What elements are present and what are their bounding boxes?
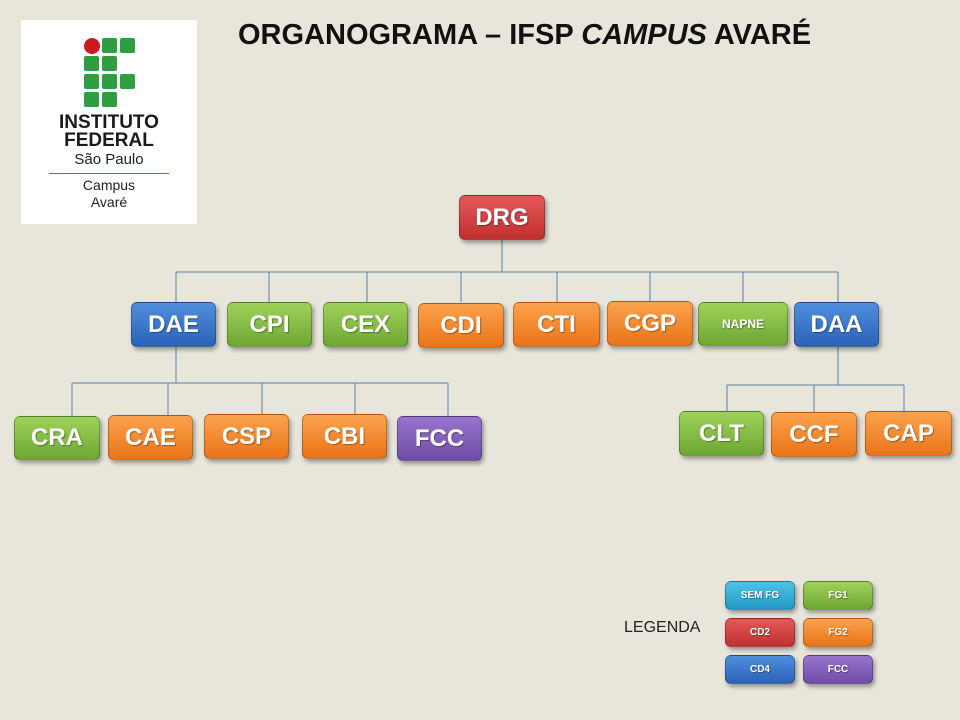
legend-cd4: CD4 <box>725 655 795 684</box>
ifsp-logo: INSTITUTO FEDERAL São Paulo Campus Avaré <box>21 20 197 224</box>
title-italic: CAMPUS <box>581 19 707 51</box>
node-clt: CLT <box>679 411 764 456</box>
node-napne: NAPNE <box>698 302 788 346</box>
legend-sem-fg: SEM FG <box>725 581 795 610</box>
node-cgp: CGP <box>607 301 693 346</box>
title-tail: AVARÉ <box>706 19 812 51</box>
logo-campus-name: Campus Avaré <box>21 177 197 211</box>
node-cap: CAP <box>865 411 952 456</box>
legend-fg1: FG1 <box>803 581 873 610</box>
node-cra: CRA <box>14 416 100 460</box>
node-daa: DAA <box>794 302 879 347</box>
node-csp: CSP <box>204 414 289 459</box>
logo-line-campus: Campus <box>82 177 136 193</box>
legend-cd2: CD2 <box>725 618 795 647</box>
node-drg: DRG <box>459 195 545 240</box>
legend-fg2: FG2 <box>803 618 873 647</box>
logo-line-avare: Avaré <box>90 194 128 210</box>
node-fcc: FCC <box>397 416 482 461</box>
logo-line-instituto: INSTITUTO <box>59 112 159 133</box>
legend-label: LEGENDA <box>624 619 701 636</box>
logo-line-federal: FEDERAL <box>64 130 154 151</box>
node-cae: CAE <box>108 415 193 460</box>
node-cti: CTI <box>513 302 600 347</box>
node-ccf: CCF <box>771 412 857 457</box>
node-cdi: CDI <box>418 303 504 348</box>
node-cpi: CPI <box>227 302 312 347</box>
ifsp-logo-mark-icon <box>84 38 136 107</box>
legend-fcc: FCC <box>803 655 873 684</box>
node-cex: CEX <box>323 302 408 347</box>
page-title: ORGANOGRAMA – IFSP CAMPUS AVARÉ <box>238 19 878 52</box>
title-main: ORGANOGRAMA – IFSP <box>238 19 582 51</box>
logo-line-sao-paulo: São Paulo <box>74 151 144 168</box>
node-cbi: CBI <box>302 414 387 459</box>
node-dae: DAE <box>131 302 216 347</box>
logo-institution-name: INSTITUTO FEDERAL <box>21 112 197 151</box>
logo-divider <box>49 173 169 174</box>
